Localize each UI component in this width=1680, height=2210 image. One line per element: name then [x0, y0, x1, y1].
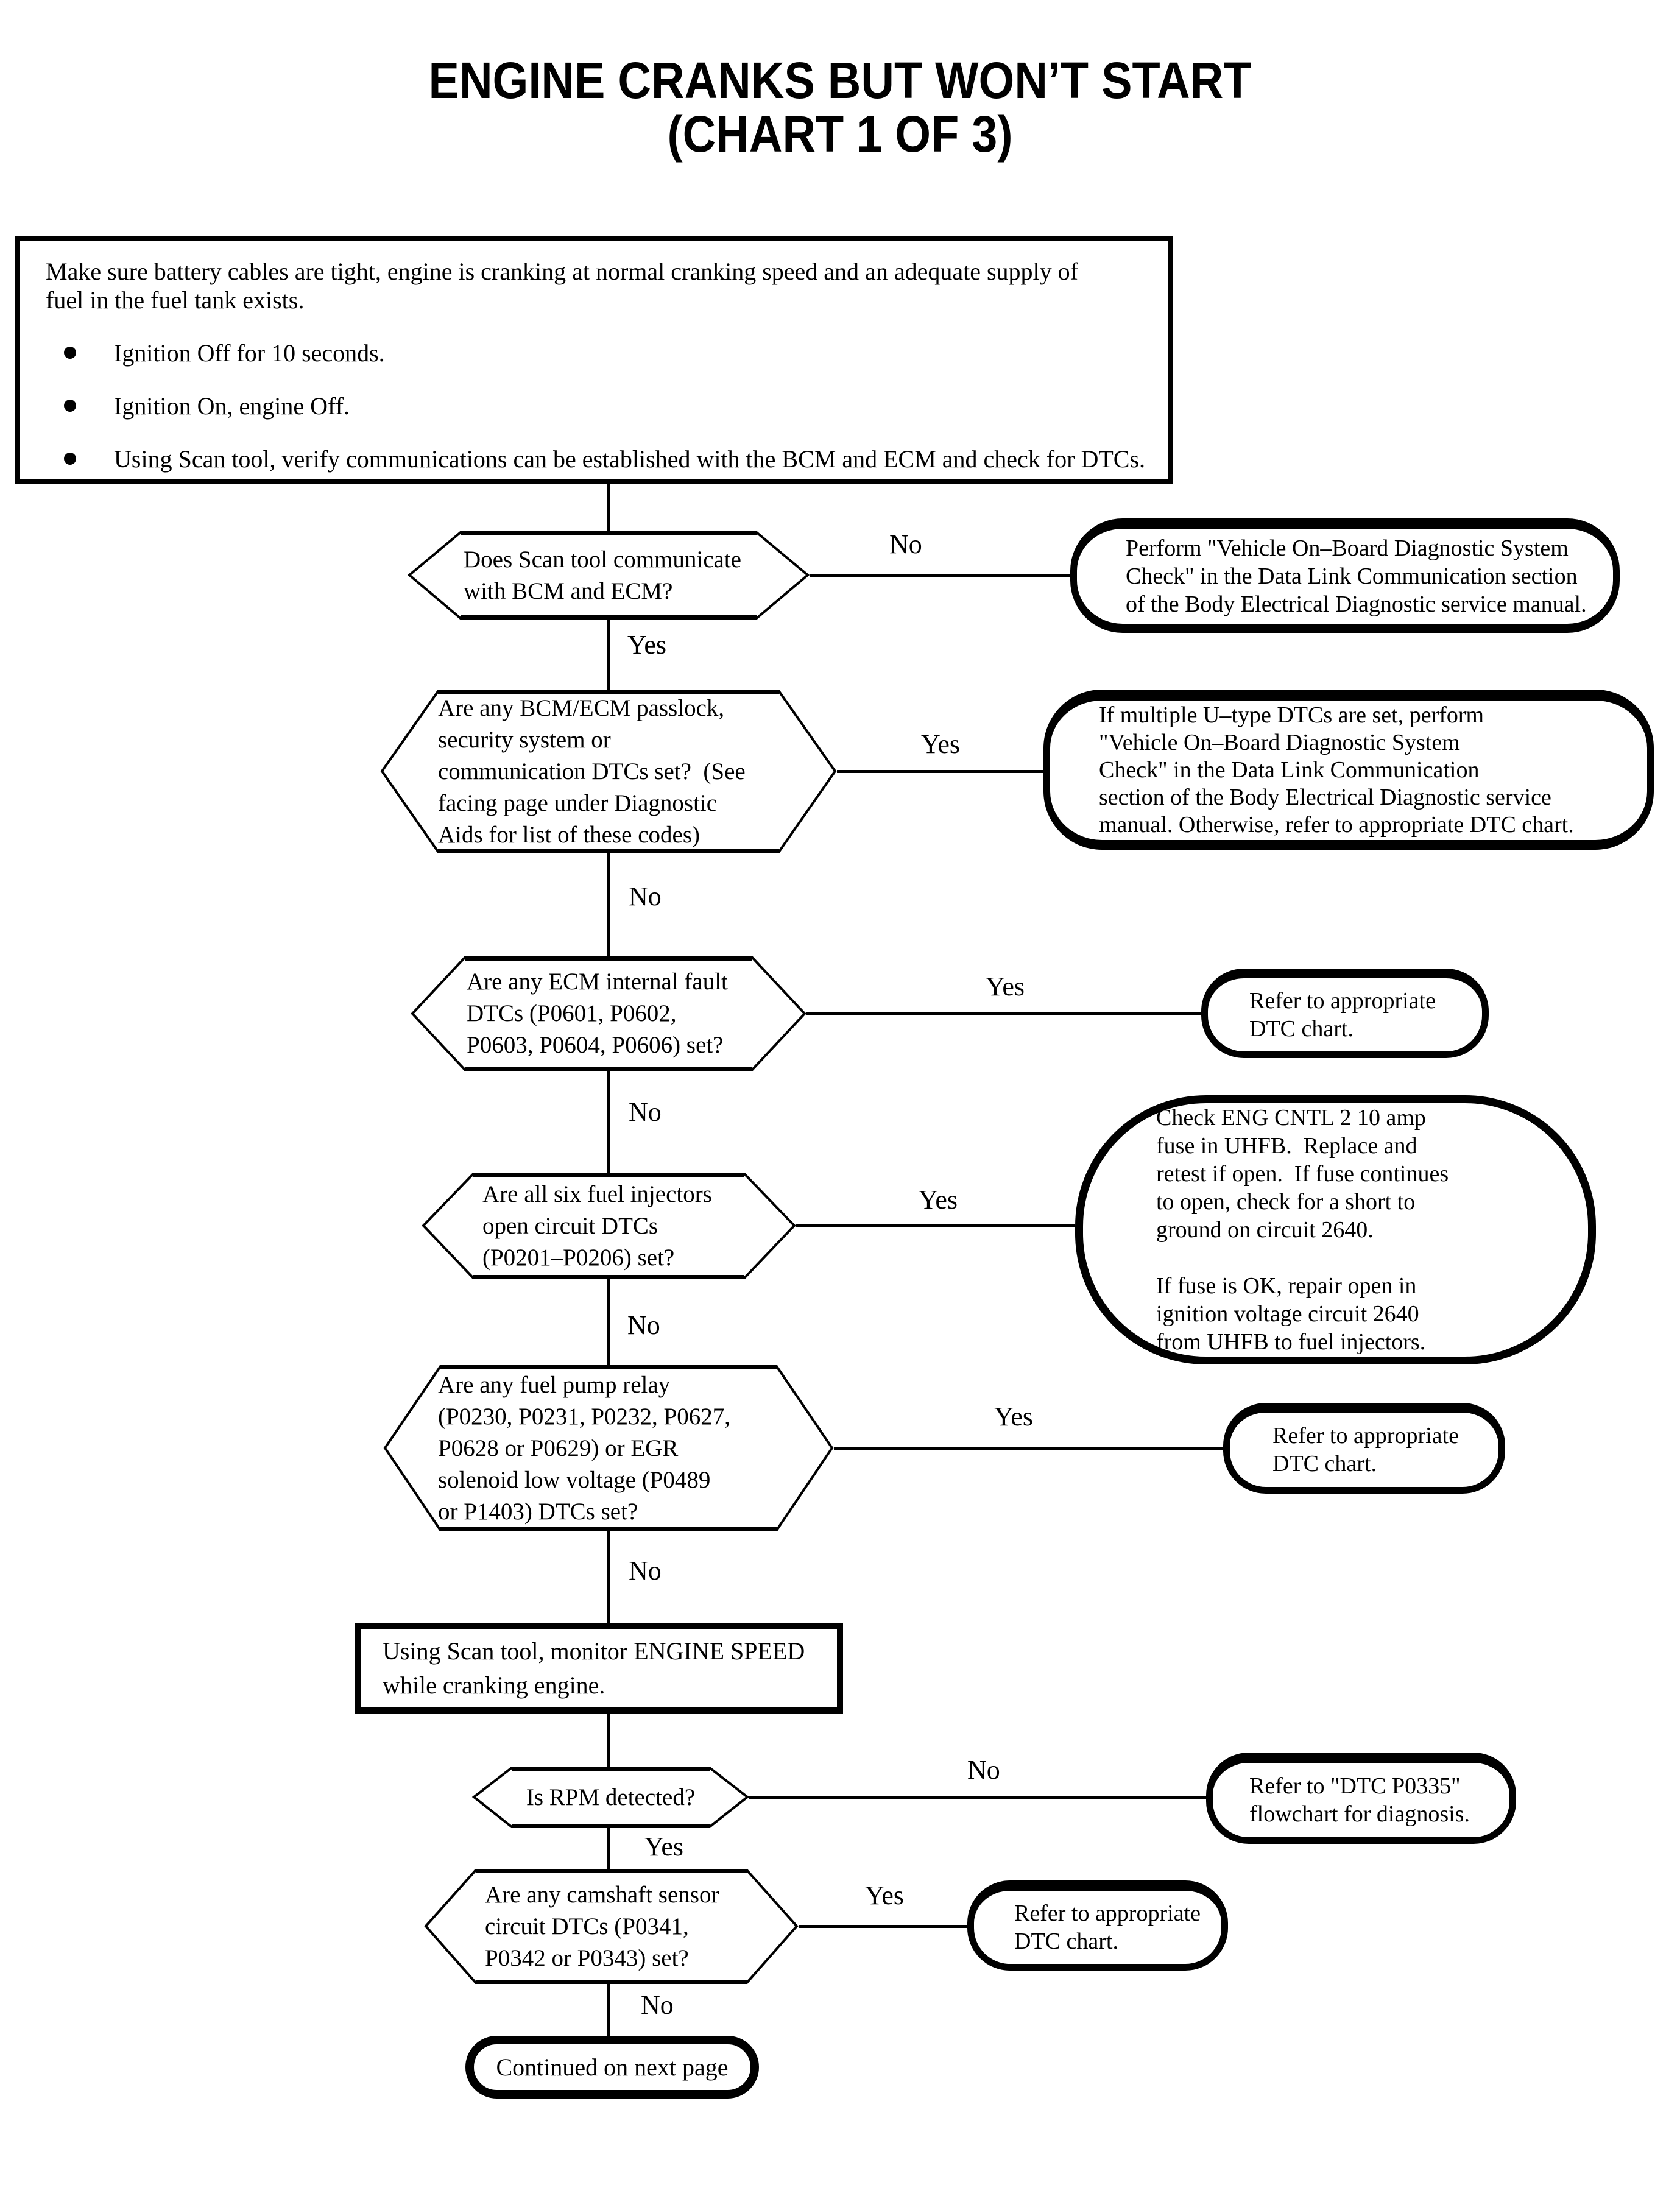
- bullet-icon: [64, 453, 76, 465]
- branch-label-d1: No: [889, 529, 922, 559]
- action-text: Check ENG CNTL 2 10 amp fuse in UHFB. Re…: [1156, 1105, 1449, 1355]
- branch-label-d4: Yes: [919, 1185, 958, 1215]
- page-title: ENGINE CRANKS BUT WON’T START (CHART 1 O…: [0, 54, 1680, 161]
- hexagon-shape: [471, 1767, 750, 1828]
- continue-label-d2: No: [629, 881, 662, 911]
- decision-text: Are any fuel pump relay (P0230, P0231, P…: [438, 1371, 730, 1525]
- decision-text: Are any camshaft sensor circuit DTCs (P0…: [485, 1881, 719, 1971]
- precondition-bullet-3: Using Scan tool, verify communications c…: [46, 445, 1149, 473]
- action-refer-dtc-chart-1: Refer to appropriate DTC chart.: [1201, 969, 1489, 1058]
- branch-label-d6: No: [967, 1755, 1000, 1785]
- decision-text: Is RPM detected?: [526, 1784, 696, 1810]
- branch-label-d2: Yes: [921, 729, 961, 759]
- precondition-bullet-text-1: Ignition Off for 10 seconds.: [114, 339, 385, 367]
- flow-connector-branch-3: [806, 1012, 1201, 1015]
- branch-label-d5: Yes: [994, 1402, 1034, 1432]
- terminal-text: Continued on next page: [496, 2053, 729, 2081]
- flow-connector-branch-5: [834, 1447, 1223, 1450]
- continue-label-d4: No: [627, 1310, 660, 1340]
- action-text: If multiple U–type DTCs are set, perform…: [1099, 702, 1574, 838]
- decision-camshaft-sensor-dtcs: Are any camshaft sensor circuit DTCs (P0…: [424, 1868, 799, 1985]
- hexagon-shape: [424, 1869, 799, 1984]
- decision-text: Are any BCM/ECM passlock, security syste…: [438, 694, 746, 848]
- decision-text: Are all six fuel injectors open circuit …: [482, 1181, 712, 1271]
- action-text: Refer to appropriate DTC chart.: [1014, 1901, 1201, 1954]
- page-title-line1: ENGINE CRANKS BUT WON’T START: [428, 52, 1252, 109]
- action-text: Refer to appropriate DTC chart.: [1249, 988, 1436, 1042]
- flow-connector-branch-7: [799, 1925, 967, 1928]
- decision-fuel-injector-open-circuit-dtcs: Are all six fuel injectors open circuit …: [422, 1172, 796, 1280]
- branch-label-d3: Yes: [986, 972, 1025, 1001]
- decision-text: Does Scan tool communicate with BCM and …: [464, 546, 741, 604]
- flow-connector-branch-6: [749, 1796, 1206, 1799]
- continue-label-d5: No: [629, 1556, 662, 1586]
- decision-text: Are any ECM internal fault DTCs (P0601, …: [467, 969, 728, 1058]
- action-text: Refer to appropriate DTC chart.: [1272, 1423, 1459, 1477]
- process-text: Using Scan tool, monitor ENGINE SPEED wh…: [383, 1637, 805, 1699]
- process-monitor-engine-speed: Using Scan tool, monitor ENGINE SPEED wh…: [355, 1623, 843, 1714]
- hexagon-shape: [383, 1365, 834, 1531]
- precondition-bullet-1: Ignition Off for 10 seconds.: [46, 339, 1149, 367]
- decision-rpm-detected: Is RPM detected?: [471, 1766, 750, 1829]
- hexagon-shape: [422, 1173, 796, 1279]
- action-refer-p0335-flowchart: Refer to "DTC P0335" flowchart for diagn…: [1206, 1753, 1516, 1844]
- preconditions-box: Make sure battery cables are tight, engi…: [15, 236, 1173, 484]
- decision-fuel-pump-relay-egr-dtcs: Are any fuel pump relay (P0230, P0231, P…: [383, 1364, 834, 1532]
- action-refer-dtc-chart-2: Refer to appropriate DTC chart.: [1223, 1403, 1505, 1494]
- branch-label-d7: Yes: [865, 1880, 905, 1910]
- hexagon-shape: [380, 690, 837, 853]
- precondition-bullet-text-2: Ignition On, engine Off.: [114, 392, 350, 420]
- action-utype-dtc-check: If multiple U–type DTCs are set, perform…: [1043, 690, 1654, 850]
- flow-connector-branch-2: [837, 770, 1043, 773]
- decision-ecm-internal-fault-dtcs: Are any ECM internal fault DTCs (P0601, …: [411, 956, 806, 1071]
- flow-connector-branch-1: [810, 574, 1070, 577]
- action-refer-dtc-chart-3: Refer to appropriate DTC chart.: [967, 1880, 1228, 1971]
- continue-label-d1: Yes: [627, 630, 667, 660]
- continue-label-d6: Yes: [644, 1832, 684, 1862]
- bullet-icon: [64, 347, 76, 359]
- terminal-continued-next-page: Continued on next page: [465, 2036, 759, 2099]
- action-check-eng-cntl-fuse: Check ENG CNTL 2 10 amp fuse in UHFB. Re…: [1075, 1095, 1596, 1364]
- continue-label-d3: No: [629, 1097, 662, 1127]
- bullet-icon: [64, 400, 76, 412]
- hexagon-shape: [411, 956, 806, 1071]
- hexagon-shape: [407, 531, 810, 620]
- decision-passlock-security-dtcs: Are any BCM/ECM passlock, security syste…: [380, 690, 837, 853]
- precondition-bullet-2: Ignition On, engine Off.: [46, 392, 1149, 420]
- preconditions-text: Make sure battery cables are tight, engi…: [46, 258, 1078, 314]
- precondition-bullet-text-3: Using Scan tool, verify communications c…: [114, 445, 1146, 473]
- action-text: Refer to "DTC P0335" flowchart for diagn…: [1249, 1773, 1470, 1827]
- continue-label-d7: No: [641, 1990, 674, 2020]
- action-onboard-diagnostic-check: Perform "Vehicle On–Board Diagnostic Sys…: [1070, 518, 1620, 633]
- action-text: Perform "Vehicle On–Board Diagnostic Sys…: [1126, 535, 1587, 617]
- page-title-line2: (CHART 1 OF 3): [667, 105, 1013, 163]
- decision-scan-tool-communication: Does Scan tool communicate with BCM and …: [407, 531, 810, 620]
- flow-connector-branch-4: [796, 1224, 1075, 1227]
